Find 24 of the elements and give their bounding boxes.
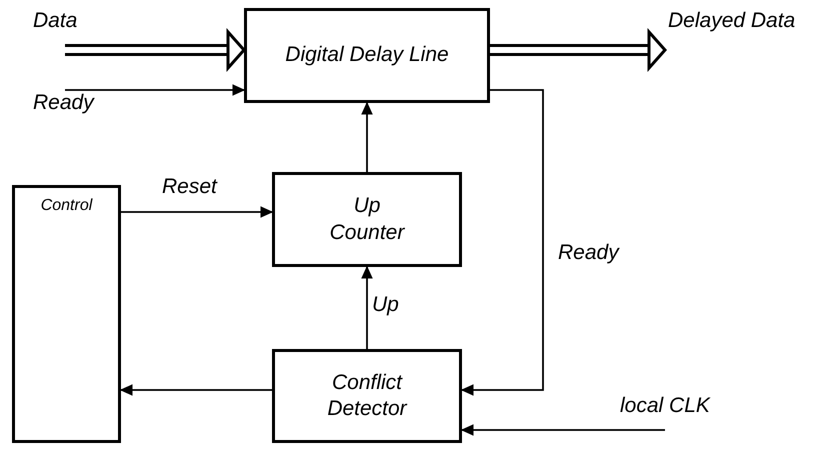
arrow xyxy=(120,384,272,396)
signal-label: Up xyxy=(372,292,399,318)
signal-label: Data xyxy=(33,8,78,34)
block-box xyxy=(272,349,462,443)
block-label: Conflict Detector xyxy=(326,370,408,422)
arrow xyxy=(361,266,373,349)
arrow xyxy=(65,84,246,96)
arrow xyxy=(361,102,373,172)
arrow xyxy=(460,89,544,396)
block-label: Control xyxy=(40,196,94,216)
block-label: Digital Delay Line xyxy=(284,42,450,68)
block-box xyxy=(244,8,490,103)
signal-label: local CLK xyxy=(620,393,710,419)
signal-label: Ready xyxy=(558,240,619,266)
bus-arrow xyxy=(490,28,667,72)
signal-label: Reset xyxy=(162,174,217,200)
block-label: Up Counter xyxy=(328,193,406,246)
block-box xyxy=(272,172,462,267)
block-box xyxy=(12,185,121,443)
signal-label: Delayed Data xyxy=(668,8,796,34)
signal-label: Ready xyxy=(33,90,94,116)
arrow xyxy=(460,424,665,436)
bus-arrow xyxy=(65,28,246,72)
arrow xyxy=(121,206,274,218)
